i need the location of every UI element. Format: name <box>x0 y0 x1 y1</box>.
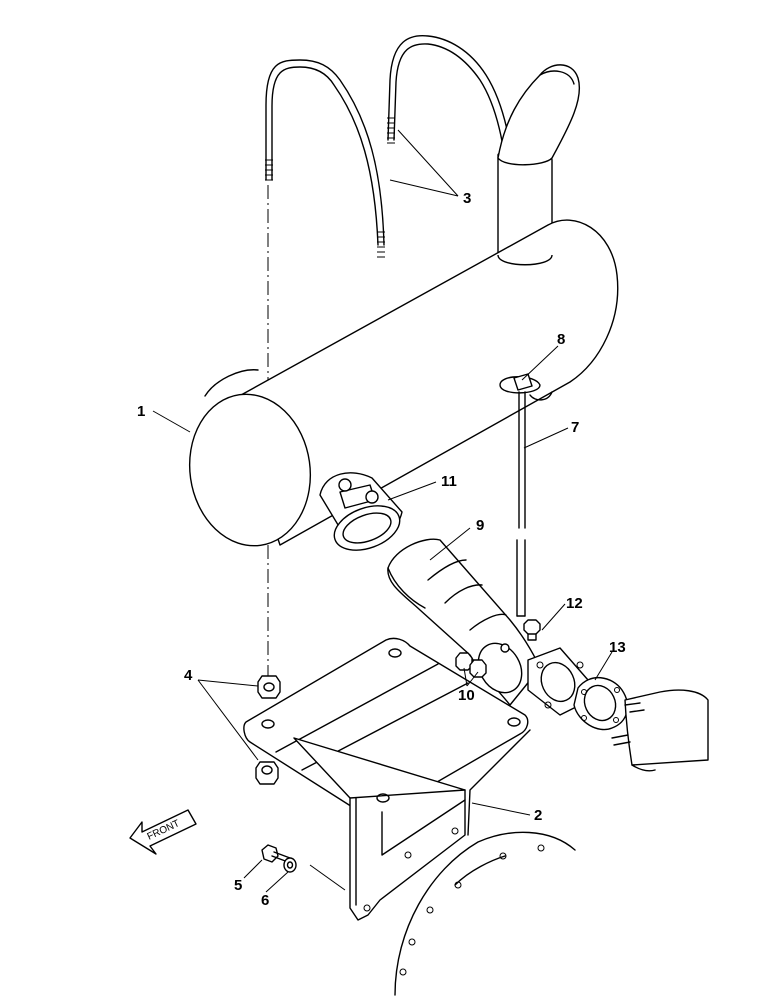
callout-13: 13 <box>609 639 626 656</box>
washer-6 <box>283 857 297 873</box>
leader-lines <box>152 129 613 893</box>
bolt-small <box>523 619 541 641</box>
muffler <box>188 219 619 551</box>
nut-upper <box>257 675 281 699</box>
callout-5: 5 <box>234 877 242 894</box>
callout-10: 10 <box>458 687 475 704</box>
u-bolt-left <box>265 59 385 258</box>
callouts: 1 2 3 4 5 6 7 8 9 10 11 12 13 <box>137 190 626 909</box>
nut-lower <box>255 761 279 785</box>
engine-outlet <box>611 689 709 772</box>
callout-1: 1 <box>137 403 145 420</box>
callout-4: 4 <box>184 667 193 684</box>
callout-2: 2 <box>534 807 542 824</box>
callout-3: 3 <box>463 190 471 207</box>
callout-8: 8 <box>557 331 565 348</box>
front-arrow: FRONT <box>129 809 197 855</box>
gasket <box>573 677 629 731</box>
flywheel-housing <box>394 831 576 996</box>
callout-7: 7 <box>571 419 579 436</box>
exhaust-pipe <box>387 538 591 716</box>
mounting-bracket <box>243 637 531 921</box>
callout-12: 12 <box>566 595 583 612</box>
support-rod <box>516 391 526 617</box>
callout-6: 6 <box>261 892 269 909</box>
callout-9: 9 <box>476 517 484 534</box>
callout-11: 11 <box>441 473 457 490</box>
bolt-5 <box>261 844 291 863</box>
nuts-small <box>455 652 487 678</box>
